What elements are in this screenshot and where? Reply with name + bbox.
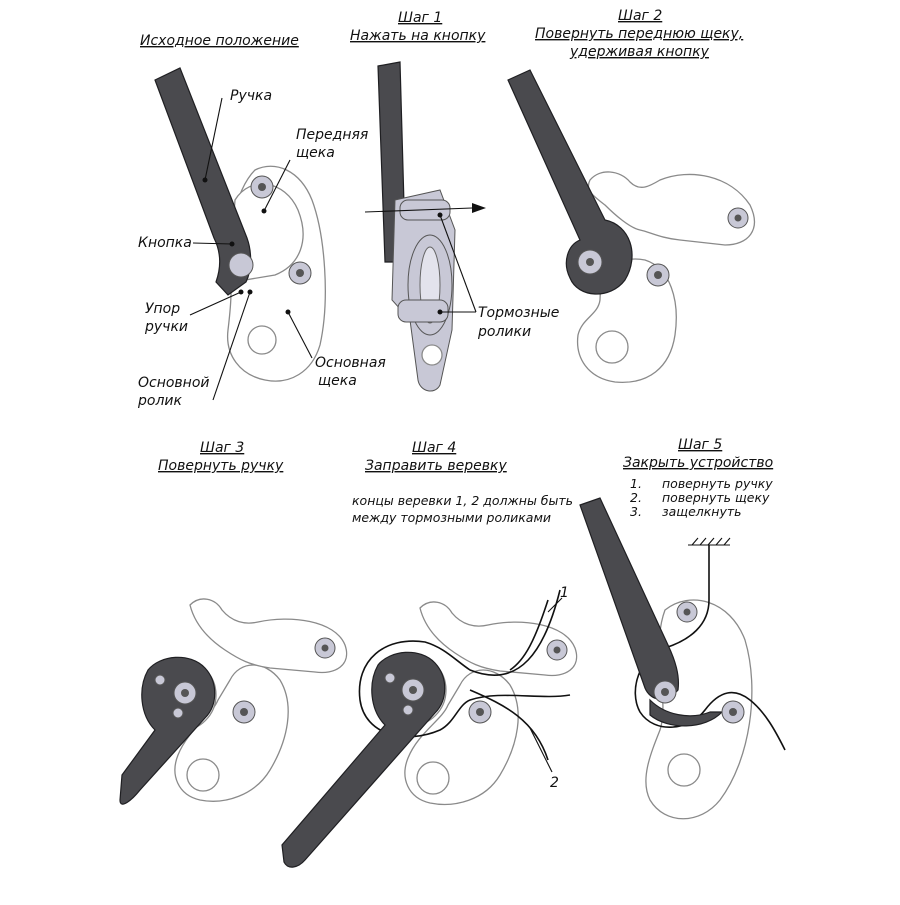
handle-shape bbox=[154, 67, 252, 296]
step5-main-cheek-hole bbox=[667, 753, 701, 787]
leader-main-cheek bbox=[287, 311, 313, 359]
leader-dot-brake-top bbox=[437, 212, 443, 218]
leader-dot-handle bbox=[202, 177, 208, 183]
step2-title: Шаг 2 bbox=[618, 8, 662, 24]
step5-side-roller-center bbox=[729, 708, 737, 716]
step4-subtitle: Заправить веревку bbox=[365, 458, 507, 474]
label-rope-1: 1 bbox=[560, 585, 569, 601]
panel-step-5: Шаг 5 Закрыть устройство 1. повернуть ру… bbox=[579, 437, 786, 820]
label-front-cheek-2: щека bbox=[296, 145, 335, 161]
step5-handle bbox=[579, 497, 680, 700]
step3-subtitle: Повернуть ручку bbox=[158, 458, 284, 474]
step3-pin-b bbox=[172, 707, 184, 719]
step4-rope-end-1 bbox=[509, 599, 549, 671]
step3-pin-a bbox=[154, 674, 166, 686]
label-brake-rollers-2: ролики bbox=[477, 324, 531, 340]
leader-brake-roller-top bbox=[439, 214, 477, 313]
leader-dot-handle-stop bbox=[238, 289, 244, 295]
label-main-roller-2: ролик bbox=[137, 393, 182, 409]
main-cheek-hole bbox=[247, 325, 277, 355]
step5-top-pin-center bbox=[683, 608, 691, 616]
step5-item-2-num: 2. bbox=[630, 490, 642, 505]
step3-main-cheek-hole bbox=[186, 758, 220, 792]
leader-rope-2 bbox=[529, 727, 553, 773]
leader-dot-front-cheek bbox=[261, 208, 267, 214]
step2-main-cheek-hole bbox=[595, 330, 629, 364]
label-button: Кнопка bbox=[138, 235, 192, 251]
leader-main-roller bbox=[212, 291, 251, 401]
step2-subtitle-2: удерживая кнопку bbox=[569, 44, 710, 60]
step4-front-pin-center bbox=[553, 646, 561, 654]
step5-item-3-text: защелкнуть bbox=[662, 504, 742, 519]
label-main-cheek-2: щека bbox=[318, 373, 357, 389]
step2-front-pin-center bbox=[734, 214, 742, 222]
step5-rope bbox=[634, 545, 786, 751]
step3-front-cheek bbox=[189, 598, 348, 674]
label-handle-stop-1: Упор bbox=[145, 301, 180, 317]
step4-handle bbox=[281, 651, 446, 868]
panel-initial-title: Исходное положение bbox=[140, 33, 299, 49]
step5-title: Шаг 5 bbox=[678, 437, 722, 453]
leader-dot-brake-bottom bbox=[437, 309, 443, 315]
step4-rope-loop bbox=[358, 589, 571, 738]
step4-side-roller-center bbox=[476, 708, 484, 716]
leader-button bbox=[192, 242, 233, 245]
panel-initial-position: Исходное положение Ручка Передняя щека К… bbox=[137, 33, 386, 409]
step5-item-1-text: повернуть ручку bbox=[662, 476, 773, 491]
step2-side-roller-center bbox=[654, 271, 662, 279]
label-handle: Ручка bbox=[230, 88, 272, 104]
leader-dot-main-roller bbox=[247, 289, 253, 295]
step1-title: Шаг 1 bbox=[398, 10, 442, 26]
step3-title: Шаг 3 bbox=[200, 440, 244, 456]
step1-push-arrow-line bbox=[364, 207, 473, 213]
step4-note-1: концы веревки 1, 2 должны быть bbox=[352, 493, 573, 508]
step2-main-roller-center bbox=[586, 258, 594, 266]
step2-handle bbox=[507, 69, 633, 295]
step1-brake-roller-bottom bbox=[397, 299, 449, 323]
step5-item-2-text: повернуть щеку bbox=[662, 490, 770, 505]
step1-subtitle: Нажать на кнопку bbox=[350, 28, 486, 44]
panel-step-2: Шаг 2 Повернуть переднюю щеку, удерживая… bbox=[507, 8, 755, 383]
step4-rope-end-2 bbox=[469, 689, 549, 761]
step5-anchor-hatch bbox=[691, 537, 731, 546]
leader-handle bbox=[204, 97, 223, 181]
label-rope-2: 2 bbox=[550, 775, 559, 791]
step4-main-cheek-hole bbox=[416, 761, 450, 795]
leader-dot-main-cheek bbox=[285, 309, 291, 315]
main-roller-shape bbox=[228, 252, 254, 278]
step2-subtitle-1: Повернуть переднюю щеку, bbox=[535, 26, 743, 42]
step3-side-roller-center bbox=[240, 708, 248, 716]
leader-rope-1 bbox=[547, 597, 563, 613]
step4-front-cheek bbox=[419, 601, 578, 677]
step3-main-roller-center bbox=[181, 689, 189, 697]
step4-title: Шаг 4 bbox=[412, 440, 456, 456]
step4-note-2: между тормозными роликами bbox=[352, 510, 551, 525]
label-main-cheek-1: Основная bbox=[315, 355, 386, 371]
leader-dot-button bbox=[229, 241, 235, 247]
step4-main-roller-center bbox=[409, 686, 417, 694]
step1-push-arrow-head bbox=[472, 203, 486, 213]
top-pin-center bbox=[258, 183, 266, 191]
step5-subtitle: Закрыть устройство bbox=[623, 455, 773, 471]
step3-front-pin-center bbox=[321, 644, 329, 652]
step4-pin-a bbox=[384, 672, 396, 684]
panel-step-3: Шаг 3 Повернуть ручку bbox=[119, 440, 348, 805]
panel-step-1: Шаг 1 Нажать на кнопку Тормозные ролики bbox=[350, 10, 559, 392]
leader-front-cheek bbox=[263, 159, 291, 212]
side-roller-center bbox=[296, 269, 304, 277]
step5-main-roller-center bbox=[661, 688, 669, 696]
label-brake-rollers-1: Тормозные bbox=[478, 305, 559, 321]
label-handle-stop-2: ручки bbox=[144, 319, 188, 335]
step1-hole bbox=[421, 344, 443, 366]
panel-step-4: Шаг 4 Заправить веревку концы веревки 1,… bbox=[281, 440, 578, 868]
step5-item-3-num: 3. bbox=[630, 504, 642, 519]
step5-item-1-num: 1. bbox=[630, 476, 642, 491]
label-main-roller-1: Основной bbox=[138, 375, 210, 391]
label-front-cheek-1: Передняя bbox=[296, 127, 368, 143]
leader-handle-stop bbox=[189, 291, 242, 316]
step4-pin-b bbox=[402, 704, 414, 716]
step2-front-cheek bbox=[587, 171, 755, 246]
